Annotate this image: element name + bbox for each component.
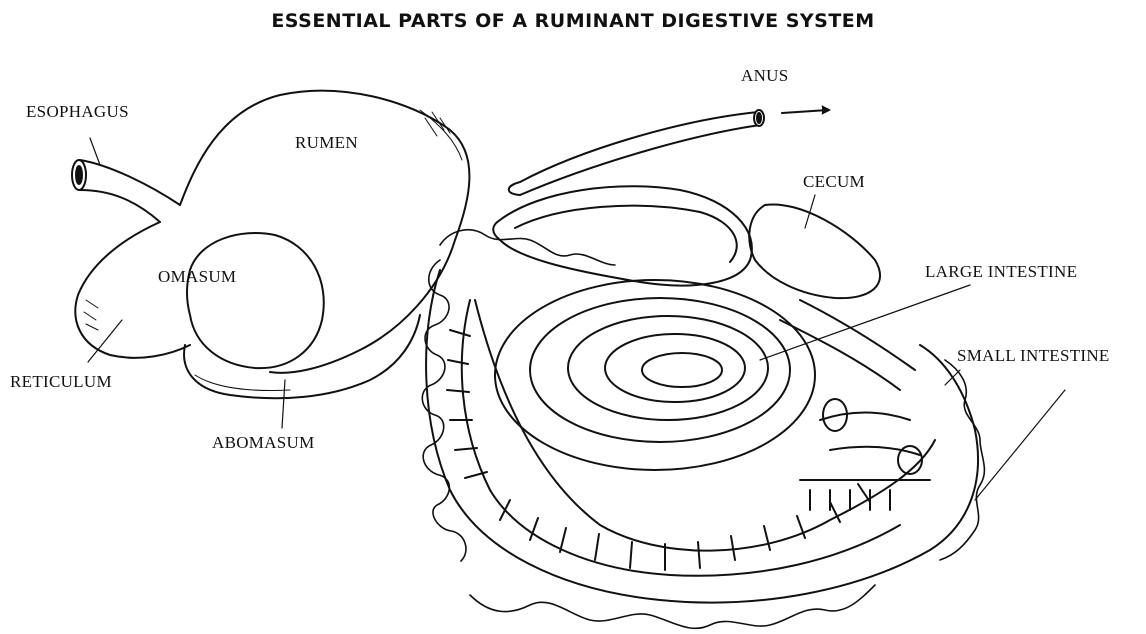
label-omasum: OMASUM (158, 267, 236, 287)
rectum-tube (509, 110, 764, 195)
anus-arrow (782, 110, 828, 113)
label-esophagus: ESOPHAGUS (26, 102, 129, 122)
label-anus: ANUS (741, 66, 789, 86)
label-reticulum: RETICULUM (10, 372, 112, 392)
label-small-intestine: SMALL INTESTINE (957, 346, 1110, 366)
label-cecum: CECUM (803, 172, 865, 192)
label-abomasum: ABOMASUM (212, 433, 315, 453)
label-rumen: RUMEN (295, 133, 358, 153)
omasum-shape (187, 233, 324, 368)
esophagus-shape (72, 160, 180, 222)
cecum-shape (749, 204, 880, 298)
intestine-coils (422, 230, 984, 629)
label-large-intestine: LARGE INTESTINE (925, 262, 1077, 282)
reticulum-shape (75, 222, 190, 358)
diagram-title: ESSENTIAL PARTS OF A RUMINANT DIGESTIVE … (0, 10, 1146, 32)
large-intestine-shape (493, 186, 815, 470)
